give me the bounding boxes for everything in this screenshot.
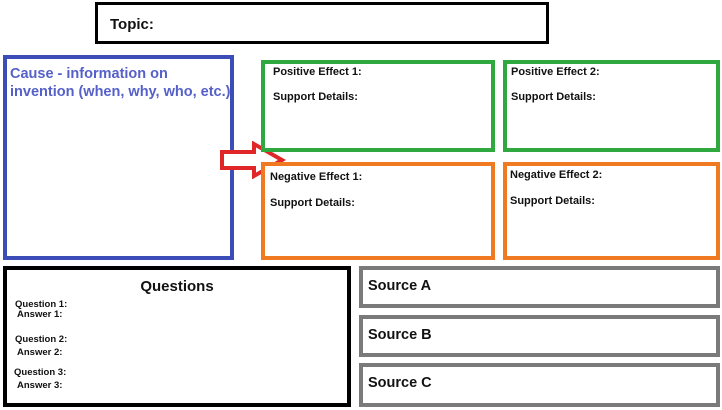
positive-effect-1-title: Positive Effect 1: (273, 66, 362, 78)
topic-label: Topic: (110, 16, 154, 33)
question-1-label: Question 1: (15, 299, 68, 310)
positive-effect-2-box[interactable]: Positive Effect 2: Support Details: (503, 60, 720, 152)
source-a-label: Source A (368, 278, 432, 294)
source-a-box[interactable]: Source A (359, 266, 720, 308)
answer-3-label: Answer 3: (17, 380, 63, 391)
negative-effect-1-box[interactable]: Negative Effect 1: Support Details: (261, 162, 495, 260)
questions-box[interactable]: Questions Question 1: Answer 1: Question… (3, 266, 351, 407)
positive-effect-1-box[interactable]: Positive Effect 1: Support Details: (261, 60, 495, 152)
positive-effect-2-title: Positive Effect 2: (511, 66, 600, 78)
negative-effect-1-support: Support Details: (270, 197, 355, 209)
question-2-label: Question 2: (15, 334, 68, 345)
answer-2-label: Answer 2: (17, 347, 63, 358)
negative-effect-2-title: Negative Effect 2: (510, 169, 603, 181)
negative-effect-1-title: Negative Effect 1: (270, 171, 363, 183)
positive-effect-2-support: Support Details: (511, 91, 596, 103)
topic-box[interactable]: Topic: (95, 2, 549, 44)
source-b-label: Source B (368, 327, 432, 343)
question-3-label: Question 3: (14, 367, 67, 378)
cause-box[interactable]: Cause - information on invention (when, … (3, 55, 234, 260)
negative-effect-2-support: Support Details: (510, 195, 595, 207)
cause-label: Cause - information on invention (when, … (10, 66, 231, 100)
source-b-box[interactable]: Source B (359, 315, 720, 357)
source-c-label: Source C (368, 375, 432, 391)
source-c-box[interactable]: Source C (359, 363, 720, 407)
negative-effect-2-box[interactable]: Negative Effect 2: Support Details: (503, 162, 720, 260)
positive-effect-1-support: Support Details: (273, 91, 358, 103)
questions-title: Questions (140, 278, 214, 295)
answer-1-label: Answer 1: (17, 309, 63, 320)
